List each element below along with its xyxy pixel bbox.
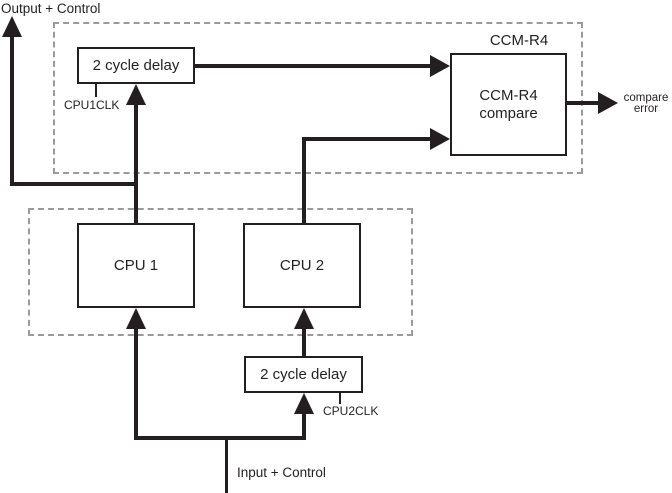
compare-input2-arrowhead-icon: [430, 128, 450, 150]
output-control-label: Output + Control: [1, 1, 101, 16]
input-control-line-vertical: [225, 440, 228, 493]
delay-bottom-label: 2 cycle delay: [260, 365, 347, 383]
delay-top-input-arrowhead-icon: [126, 84, 146, 105]
cpu1clk-label: CPU1CLK: [64, 98, 120, 112]
compare-error-arrowhead-icon: [598, 92, 618, 114]
delay-bottom-block: 2 cycle delay: [244, 356, 363, 393]
ccm-r4-dashed-region: [53, 22, 583, 174]
cpu2clk-tick-line: [339, 393, 341, 404]
input-control-label: Input + Control: [237, 465, 326, 480]
cpu1-output-line-vertical: [134, 104, 138, 223]
delay-top-to-compare-line: [195, 64, 430, 68]
delay-top-label: 2 cycle delay: [92, 56, 180, 74]
ccm-compare-label-line1: CCM-R4: [479, 86, 538, 104]
ccm-compare-block: CCM-R4 compare: [450, 53, 567, 156]
cpu1-input-arrowhead-icon: [126, 308, 146, 329]
compare-error-label-line1: compare: [623, 92, 669, 104]
cpu2-label: CPU 2: [279, 256, 325, 274]
cpu2-output-line-vertical: [302, 137, 306, 223]
input-bus-line-horizontal: [134, 436, 306, 440]
compare-error-label: compare error: [620, 92, 672, 115]
output-control-branch-line: [10, 182, 138, 186]
ccm-r4-region-label: CCM-R4: [489, 32, 549, 49]
compare-error-label-line2: error: [633, 103, 659, 115]
output-control-arrowhead-icon: [2, 16, 22, 37]
cpu1-block: CPU 1: [77, 223, 195, 308]
cpu1-label: CPU 1: [113, 256, 159, 274]
cpu2clk-label: CPU2CLK: [323, 404, 379, 418]
cpu1-input-line-vertical: [134, 329, 138, 440]
cpu1clk-tick-line: [95, 84, 97, 97]
compare-input1-arrowhead-icon: [430, 55, 450, 77]
cpu2-block: CPU 2: [243, 223, 361, 308]
delay-bottom-input-line-vertical: [302, 412, 306, 440]
delay-bottom-input-arrowhead-icon: [294, 393, 314, 414]
delay-bottom-to-cpu2-line: [302, 329, 306, 356]
cpu2-input-arrowhead-icon: [294, 308, 314, 329]
cpu-pair-dashed-region: [28, 208, 413, 336]
cpu2-output-line-horizontal: [302, 137, 430, 141]
ccm-compare-label-line2: compare: [479, 104, 538, 122]
compare-error-line: [567, 101, 599, 105]
output-control-line-vertical: [10, 34, 14, 186]
delay-top-block: 2 cycle delay: [77, 47, 195, 84]
